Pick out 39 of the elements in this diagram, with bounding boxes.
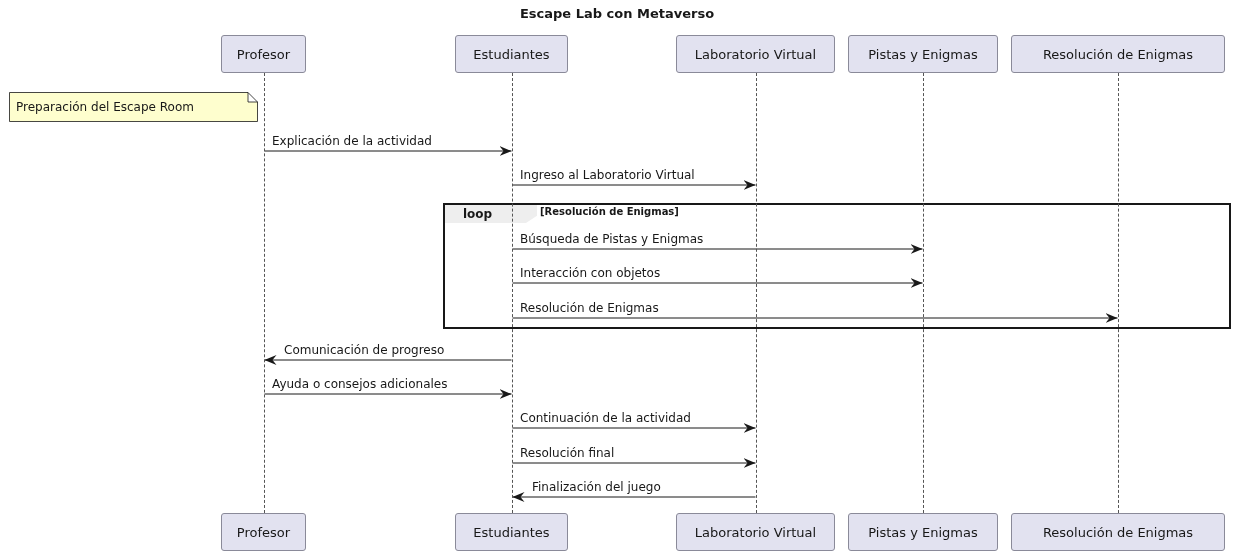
message-arrow bbox=[512, 180, 756, 190]
message-arrow bbox=[512, 313, 1118, 323]
message-arrow bbox=[264, 355, 512, 365]
loop-tab: loop bbox=[445, 205, 537, 223]
participant-box: Resolución de Enigmas bbox=[1011, 513, 1225, 551]
loop-condition: [Resolución de Enigmas] bbox=[540, 206, 679, 217]
participant-box: Pistas y Enigmas bbox=[848, 35, 998, 73]
message-arrow bbox=[512, 244, 923, 254]
note: Preparación del Escape Room bbox=[9, 92, 258, 122]
participant-box: Profesor bbox=[221, 35, 306, 73]
edge-label: Búsqueda de Pistas y Enigmas bbox=[520, 232, 704, 246]
participant-box: Pistas y Enigmas bbox=[848, 513, 998, 551]
participant-box: Laboratorio Virtual bbox=[676, 513, 835, 551]
lifeline bbox=[1117, 73, 1119, 513]
edge-label: Ayuda o consejos adicionales bbox=[272, 377, 448, 391]
edge-label: Finalización del juego bbox=[532, 480, 661, 494]
edge-label: Ingreso al Laboratorio Virtual bbox=[520, 168, 695, 182]
message-arrow bbox=[512, 458, 756, 468]
participant-box: Estudiantes bbox=[455, 513, 568, 551]
message-arrow bbox=[512, 423, 756, 433]
lifeline bbox=[755, 73, 757, 513]
lifeline bbox=[263, 73, 265, 513]
edge-label: Interacción con objetos bbox=[520, 266, 661, 280]
lifeline bbox=[511, 73, 513, 513]
message-arrow bbox=[512, 492, 756, 502]
edge-label: Resolución de Enigmas bbox=[520, 301, 659, 315]
message-arrow bbox=[264, 389, 512, 399]
edge-label: Resolución final bbox=[520, 446, 615, 460]
participant-box: Profesor bbox=[221, 513, 306, 551]
edge-label: Comunicación de progreso bbox=[284, 343, 445, 357]
lifeline bbox=[922, 73, 924, 513]
message-arrow bbox=[512, 278, 923, 288]
edge-label: Continuación de la actividad bbox=[520, 411, 691, 425]
edge-label: Explicación de la actividad bbox=[272, 134, 432, 148]
diagram-title: Escape Lab con Metaverso bbox=[518, 6, 716, 21]
participant-box: Resolución de Enigmas bbox=[1011, 35, 1225, 73]
participant-box: Laboratorio Virtual bbox=[676, 35, 835, 73]
message-arrow bbox=[264, 146, 512, 156]
participant-box: Estudiantes bbox=[455, 35, 568, 73]
